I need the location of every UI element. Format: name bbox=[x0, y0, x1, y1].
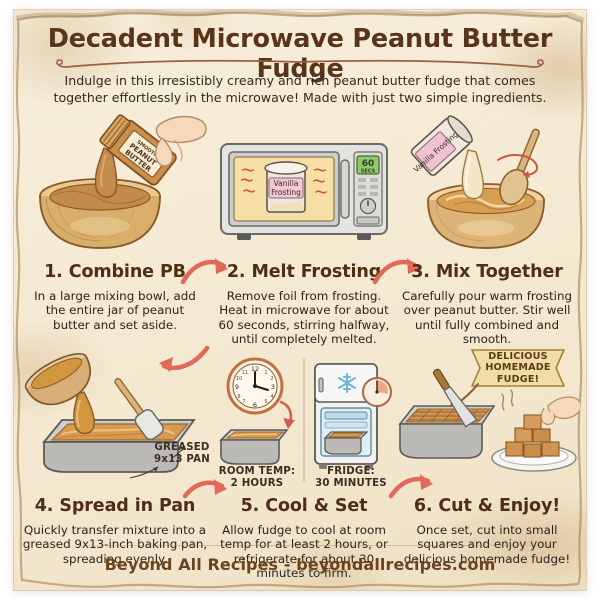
fridge-line-2: 30 MINUTES bbox=[315, 478, 387, 490]
banner-line-2: HOMEMADE bbox=[485, 362, 551, 374]
svg-text:10: 10 bbox=[236, 376, 242, 382]
step-5-body: Allow fudge to cool at room temp for at … bbox=[220, 523, 388, 581]
page-title: Decadent Microwave Peanut Butter Fudge bbox=[47, 24, 553, 84]
greased-pan-line-2: 9x13 PAN bbox=[154, 454, 210, 466]
title-flourish-divider bbox=[56, 59, 544, 68]
fridge-line-1: FRIDGE: bbox=[327, 466, 375, 477]
arrow-step3-to-step4 bbox=[159, 345, 210, 372]
svg-text:7: 7 bbox=[242, 399, 245, 405]
fridge-annotation: FRIDGE: 30 MINUTES bbox=[307, 466, 395, 491]
svg-text:2: 2 bbox=[270, 376, 273, 382]
arrow-step4-to-step5 bbox=[182, 479, 227, 499]
step-4-body: Quickly transfer mixture into a greased … bbox=[22, 523, 208, 566]
microwave-timer-unit: SECS bbox=[361, 169, 376, 175]
step-5-title: 5. Cool & Set bbox=[240, 496, 368, 516]
page-subtitle: Indulge in this irresistibly creamy and … bbox=[53, 73, 547, 105]
svg-text:12: 12 bbox=[251, 365, 259, 373]
microwave-icon: Vanilla Frosting 60 SECS bbox=[220, 143, 388, 240]
microwave-timer-value: 60 bbox=[362, 159, 375, 169]
frosting-tub-label-line1: Vanilla bbox=[274, 179, 299, 188]
svg-text:6: 6 bbox=[253, 401, 257, 409]
svg-text:5: 5 bbox=[264, 399, 267, 405]
banner-line-3: FUDGE! bbox=[496, 373, 540, 385]
footer-attribution: Beyond All Recipes - beyondallrecipes.co… bbox=[104, 555, 496, 574]
step-1-title: 1. Combine PB bbox=[44, 262, 186, 282]
svg-text:9: 9 bbox=[235, 383, 239, 391]
room-temp-annotation: ROOM TEMP: 2 HOURS bbox=[213, 466, 301, 491]
banner-line-1: DELICIOUS bbox=[488, 350, 548, 362]
greased-pan-line-1: GREASED bbox=[154, 442, 210, 453]
step-6-body: Once set, cut into small squares and enj… bbox=[403, 523, 571, 566]
pour-into-baking-pan-icon bbox=[24, 352, 196, 479]
hand-pouring-peanut-butter-icon: SMOOTH PEANUT BUTTER bbox=[39, 114, 207, 249]
svg-text:11: 11 bbox=[242, 370, 248, 376]
arrow-step5-to-step6 bbox=[388, 474, 433, 499]
arrow-step2-to-step3 bbox=[372, 258, 420, 285]
arrow-step1-to-step2 bbox=[180, 258, 228, 285]
svg-text:3: 3 bbox=[271, 383, 275, 391]
cooling-clock-and-fridge-icon: 12 3 6 9 1 2 4 5 7 8 10 11 bbox=[219, 357, 392, 482]
step-3-title: 3. Mix Together bbox=[411, 262, 563, 282]
step-6-title: 6. Cut & Enjoy! bbox=[413, 496, 561, 516]
step-1-body: In a large mixing bowl, add the entire j… bbox=[34, 289, 196, 332]
greased-pan-annotation: GREASED 9x13 PAN bbox=[150, 442, 214, 467]
svg-text:4: 4 bbox=[270, 394, 273, 400]
footer-divider bbox=[44, 545, 556, 546]
room-temp-line-1: ROOM TEMP: bbox=[218, 466, 296, 477]
step-3-body: Carefully pour warm frosting over peanut… bbox=[401, 289, 573, 347]
room-temp-line-2: 2 HOURS bbox=[230, 478, 284, 490]
svg-text:1: 1 bbox=[264, 370, 267, 376]
step-2-body: Remove foil from frosting. Heat in micro… bbox=[218, 289, 390, 347]
banner-ribbon-shape bbox=[470, 349, 566, 387]
cut-fudge-and-plate-icon bbox=[398, 368, 580, 472]
mixing-bowl-with-spoon-icon: Vanilla Frosting bbox=[410, 115, 545, 249]
delicious-homemade-fudge-banner: DELICIOUS HOMEMADE FUDGE! bbox=[470, 346, 566, 390]
svg-text:8: 8 bbox=[237, 394, 240, 400]
step-2-title: 2. Melt Frosting bbox=[226, 262, 382, 282]
step-4-title: 4. Spread in Pan bbox=[34, 496, 196, 516]
frosting-tub-label-line2: Frosting bbox=[271, 188, 301, 197]
